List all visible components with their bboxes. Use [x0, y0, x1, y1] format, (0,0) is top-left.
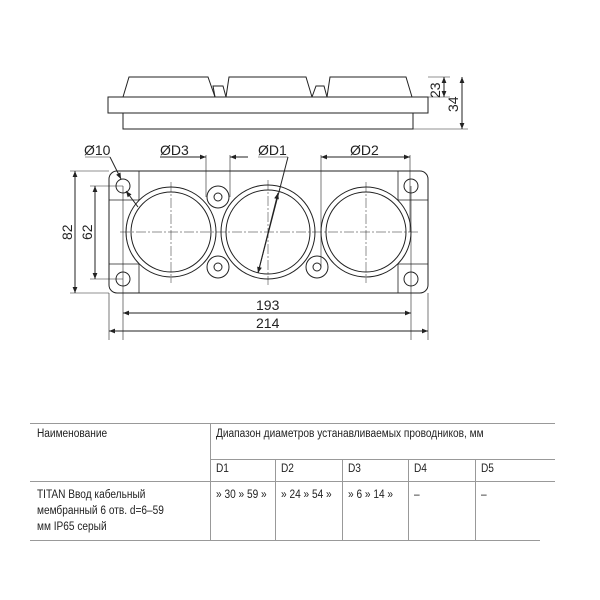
dim-34: 34: [445, 96, 461, 112]
product-name-line1: TITAN Ввод кабельный: [37, 489, 146, 501]
range-header: Диапазон диаметров устанавливаемых прово…: [216, 428, 484, 440]
name-header: Наименование: [37, 428, 108, 440]
side-view: [107, 76, 468, 130]
dim-d3: ØD3: [160, 142, 189, 158]
product-name-line2: мембранный 6 отв. d=6–59: [37, 505, 164, 517]
value-d4: –: [414, 489, 420, 501]
col-d2: D2: [281, 463, 294, 475]
col-d3: D3: [348, 463, 361, 475]
dim-hole: Ø10: [84, 142, 111, 158]
dim-d1: ØD1: [258, 142, 287, 158]
plan-view: [70, 154, 429, 340]
col-d5: D5: [481, 463, 494, 475]
value-d2: » 24 » 54 »: [281, 489, 332, 501]
col-d4: D4: [414, 463, 427, 475]
dim-193: 193: [256, 297, 280, 313]
dim-d2: ØD2: [350, 142, 379, 158]
col-d1: D1: [216, 463, 229, 475]
dim-62: 62: [79, 224, 95, 240]
value-d1: » 30 » 59 »: [216, 489, 267, 501]
value-d5: –: [481, 489, 487, 501]
dim-82: 82: [59, 224, 75, 240]
product-name-line3: мм IP65 серый: [37, 521, 107, 533]
dim-214: 214: [256, 315, 280, 331]
value-d3: » 6 » 14 »: [348, 489, 394, 501]
dim-23: 23: [427, 82, 443, 98]
